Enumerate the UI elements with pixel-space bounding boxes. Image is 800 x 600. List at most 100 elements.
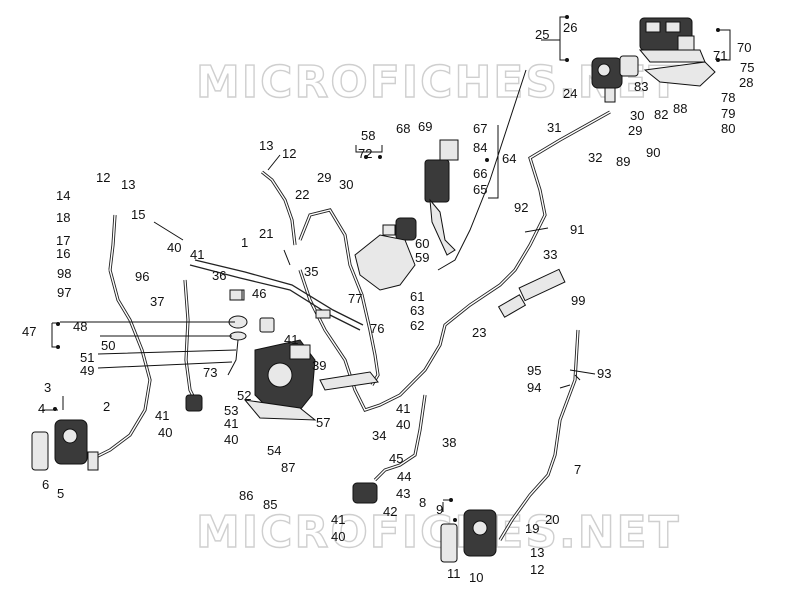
- label-31: 31: [547, 120, 561, 135]
- label-80: 80: [721, 121, 735, 136]
- label-69: 69: [418, 119, 432, 134]
- label-63: 63: [410, 303, 424, 318]
- junction-42: [352, 482, 378, 504]
- label-59: 59: [415, 250, 429, 265]
- label-11: 11: [447, 566, 461, 581]
- label-44: 44: [397, 469, 411, 484]
- label-52: 52: [237, 388, 251, 403]
- label-82: 82: [654, 107, 668, 122]
- label-61: 61: [410, 289, 424, 304]
- label-21: 21: [259, 226, 273, 241]
- watermark-bottom: MICROFICHES.NET: [196, 507, 681, 558]
- label-95: 95: [527, 363, 541, 378]
- label-26: 26: [563, 20, 577, 35]
- label-13-right: 13: [530, 545, 544, 560]
- label-40-bottom: 40: [331, 529, 345, 544]
- label-30-center: 30: [339, 177, 353, 192]
- label-73: 73: [203, 365, 217, 380]
- label-4: 4: [38, 401, 45, 416]
- label-72: 72: [358, 146, 372, 161]
- label-42: 42: [383, 504, 397, 519]
- label-18: 18: [56, 210, 70, 225]
- label-17: 17: [56, 233, 70, 248]
- label-46: 46: [252, 286, 266, 301]
- label-40-mid: 40: [396, 417, 410, 432]
- label-71: 71: [713, 48, 727, 63]
- brake-hoses: [89, 110, 611, 541]
- label-91: 91: [570, 222, 584, 237]
- label-64: 64: [502, 151, 516, 166]
- label-98: 98: [57, 266, 71, 281]
- label-29-right: 29: [628, 123, 642, 138]
- label-3: 3: [44, 380, 51, 395]
- label-83: 83: [634, 79, 648, 94]
- label-76: 76: [370, 321, 384, 336]
- caliper-right: [440, 509, 497, 563]
- label-41-center: 41: [224, 416, 238, 431]
- label-68: 68: [396, 121, 410, 136]
- label-10: 10: [469, 570, 483, 585]
- label-14: 14: [56, 188, 70, 203]
- label-6: 6: [42, 477, 49, 492]
- label-12-top: 12: [282, 146, 296, 161]
- leader-cable-64: [437, 69, 527, 271]
- label-86: 86: [239, 488, 253, 503]
- label-96: 96: [135, 269, 149, 284]
- label-97: 97: [57, 285, 71, 300]
- label-75: 75: [740, 60, 754, 75]
- label-45: 45: [389, 451, 403, 466]
- fitting-46: [259, 317, 275, 333]
- reservoir-48: [227, 315, 248, 376]
- label-12-left: 12: [96, 170, 110, 185]
- label-7: 7: [574, 462, 581, 477]
- clip-23: [497, 294, 527, 318]
- label-40-top: 40: [167, 240, 181, 255]
- label-93: 93: [597, 366, 611, 381]
- label-66: 66: [473, 166, 487, 181]
- label-90: 90: [646, 145, 660, 160]
- label-51: 51: [80, 350, 94, 365]
- label-37: 37: [150, 294, 164, 309]
- label-78: 78: [721, 90, 735, 105]
- label-41-unit: 41: [284, 332, 298, 347]
- label-79: 79: [721, 106, 735, 121]
- label-33: 33: [543, 247, 557, 262]
- label-29-center: 29: [317, 170, 331, 185]
- label-40-left: 40: [158, 425, 172, 440]
- label-49: 49: [80, 363, 94, 378]
- label-28: 28: [739, 75, 753, 90]
- label-54: 54: [267, 443, 281, 458]
- label-19: 19: [525, 521, 539, 536]
- label-62: 62: [410, 318, 424, 333]
- label-43: 43: [396, 486, 410, 501]
- label-53: 53: [224, 403, 238, 418]
- label-40-center: 40: [224, 432, 238, 447]
- label-34: 34: [372, 428, 386, 443]
- abs-module-top-right: [638, 17, 706, 63]
- label-8: 8: [419, 495, 426, 510]
- label-67: 67: [473, 121, 487, 136]
- bracket-34: [319, 371, 379, 391]
- label-41-mid: 41: [396, 401, 410, 416]
- bracket-82: [643, 61, 716, 87]
- part-number-labels: 1 2 3 4 5 6 7 8 9 10 11 12 12 12 13 13 1…: [22, 20, 754, 585]
- label-41-top: 41: [190, 247, 204, 262]
- label-13-left: 13: [121, 177, 135, 192]
- leader-lines: [42, 16, 731, 512]
- label-60: 60: [415, 236, 429, 251]
- bolt-markers: [53, 15, 720, 522]
- label-38: 38: [442, 435, 456, 450]
- abs-unit-center: [243, 339, 317, 421]
- label-20: 20: [545, 512, 559, 527]
- label-65: 65: [473, 182, 487, 197]
- label-88: 88: [673, 101, 687, 116]
- label-48: 48: [73, 319, 87, 334]
- bracket-99: [518, 268, 566, 302]
- label-84: 84: [473, 140, 487, 155]
- label-92: 92: [514, 200, 528, 215]
- label-94: 94: [527, 380, 541, 395]
- label-25: 25: [535, 27, 549, 42]
- label-16: 16: [56, 246, 70, 261]
